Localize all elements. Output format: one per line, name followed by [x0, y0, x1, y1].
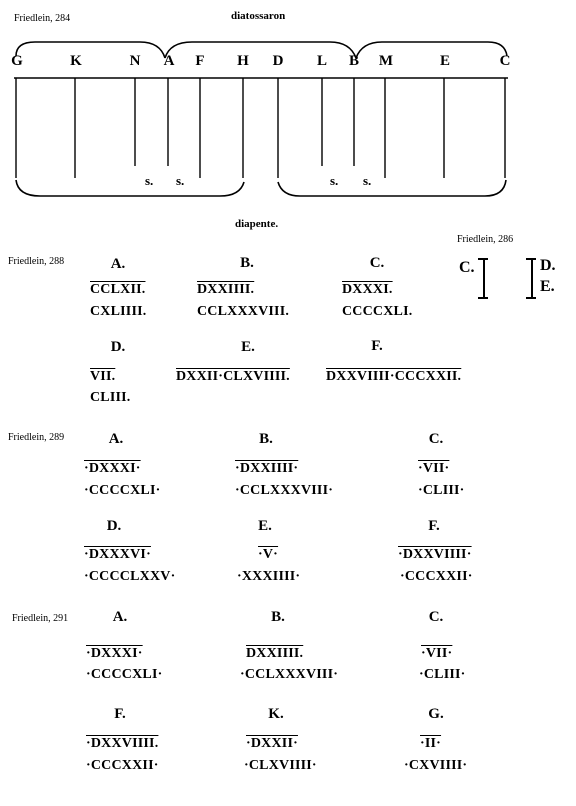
group-label: G. [428, 706, 444, 722]
roman-number: CCLXXXVIII. [197, 304, 290, 319]
figure-reference: Friedlein, 288 [8, 256, 65, 267]
note-label-m: M [378, 53, 394, 69]
group-label: B. [259, 431, 273, 447]
interval-bar-left [483, 258, 485, 298]
roman-number: ·CLIII· [419, 667, 466, 682]
note-label-d: D [272, 53, 284, 69]
lower-brace-left [15, 179, 245, 197]
roman-number: ·DXXXI· [84, 461, 141, 476]
figure-reference: Friedlein, 289 [8, 432, 65, 443]
roman-number: ·DXXVIIII. [86, 736, 159, 751]
lower-brace-right [277, 179, 507, 197]
group-label: C. [428, 431, 444, 447]
interval-label-d: D. [540, 257, 556, 274]
note-label-n: N [129, 53, 141, 69]
interval-label-c: C. [459, 259, 475, 276]
note-label-f: F [195, 53, 205, 69]
interval-bar-left-cap-bottom [478, 297, 488, 299]
note-label-a: A [163, 53, 175, 69]
note-label-b: B [348, 53, 360, 69]
semitone-mark: s. [176, 173, 185, 188]
note-label-c: C [499, 53, 511, 69]
note-label-k: K [70, 53, 82, 69]
note-label-h: H [237, 53, 249, 69]
monochord-diagram [14, 41, 508, 197]
group-label: A. [108, 431, 124, 447]
roman-number: DXXIIII. [197, 282, 255, 297]
roman-number: ·CLXVIIII· [244, 758, 317, 773]
roman-number: ·XXXIIII· [237, 569, 301, 584]
group-label: B. [240, 255, 254, 271]
group-label: C. [428, 609, 444, 625]
roman-number: VII. [90, 369, 116, 384]
group-label: A. [112, 609, 128, 625]
roman-number: ·CCLXXXVIII· [235, 483, 334, 498]
semitone-mark: s. [145, 173, 154, 188]
roman-number: ·CCLXXXVIII· [240, 667, 339, 682]
interval-bar-right [531, 258, 533, 298]
upper-brace-left [15, 41, 166, 59]
roman-number: ·CCCCXLI· [84, 483, 161, 498]
group-label: E. [258, 518, 272, 534]
roman-number: ·CCCXXII· [400, 569, 473, 584]
roman-number: DXXIIII. [246, 646, 304, 661]
group-label: F. [371, 338, 383, 354]
roman-number: ·DXXVIIII· [398, 547, 472, 562]
roman-number: ·DXXIIII· [235, 461, 299, 476]
interval-bar-left-cap-top [478, 258, 488, 260]
figure-reference: Friedlein, 284 [14, 13, 71, 24]
roman-number: ·CCCXXII· [86, 758, 159, 773]
roman-number: CCCCXLI. [342, 304, 413, 319]
group-label: B. [271, 609, 285, 625]
group-label: A. [110, 256, 126, 272]
roman-number: DXXII·CLXVIIII. [176, 369, 290, 384]
roman-number: ·VII· [421, 646, 453, 661]
roman-number: CXLIIII. [90, 304, 147, 319]
group-label: C. [369, 255, 385, 271]
group-label: E. [241, 339, 255, 355]
figure-heading-top: diatossaron [231, 10, 286, 22]
roman-number: DXXVIIII·CCCXXII. [326, 369, 462, 384]
group-label: D. [106, 518, 122, 534]
division-lines [15, 78, 506, 178]
figure-reference: Friedlein, 291 [12, 613, 69, 624]
interval-label-e: E. [540, 278, 555, 295]
roman-number: CLIII. [90, 390, 131, 405]
roman-number: ·DXXXI· [86, 646, 143, 661]
group-label: F. [428, 518, 440, 534]
roman-number: ·CCCCLXXV· [84, 569, 176, 584]
roman-number: ·DXXXVI· [84, 547, 151, 562]
figure-reference: Friedlein, 286 [457, 234, 514, 245]
semitone-mark: s. [330, 173, 339, 188]
upper-brace-middle [164, 41, 357, 59]
note-label-l: L [316, 53, 328, 69]
roman-number: ·CLIII· [418, 483, 465, 498]
note-label-g: G [11, 53, 23, 69]
roman-number: ·II· [420, 736, 442, 751]
roman-number: ·CXVIIII· [404, 758, 468, 773]
note-label-e: E [439, 53, 451, 69]
group-label: K. [268, 706, 284, 722]
roman-number: ·V· [258, 547, 279, 562]
roman-number: ·VII· [418, 461, 450, 476]
group-label: D. [110, 339, 126, 355]
roman-number: DXXXI. [342, 282, 393, 297]
roman-number: CCLXII. [90, 282, 146, 297]
roman-number: ·CCCCXLI· [86, 667, 163, 682]
group-label: F. [114, 706, 126, 722]
upper-brace-right [355, 41, 508, 59]
semitone-mark: s. [363, 173, 372, 188]
interval-bar-right-cap-bottom [526, 297, 536, 299]
interval-bar-right-cap-top [526, 258, 536, 260]
figure-heading-bottom: diapente. [235, 218, 279, 230]
roman-number: ·DXXII· [246, 736, 298, 751]
